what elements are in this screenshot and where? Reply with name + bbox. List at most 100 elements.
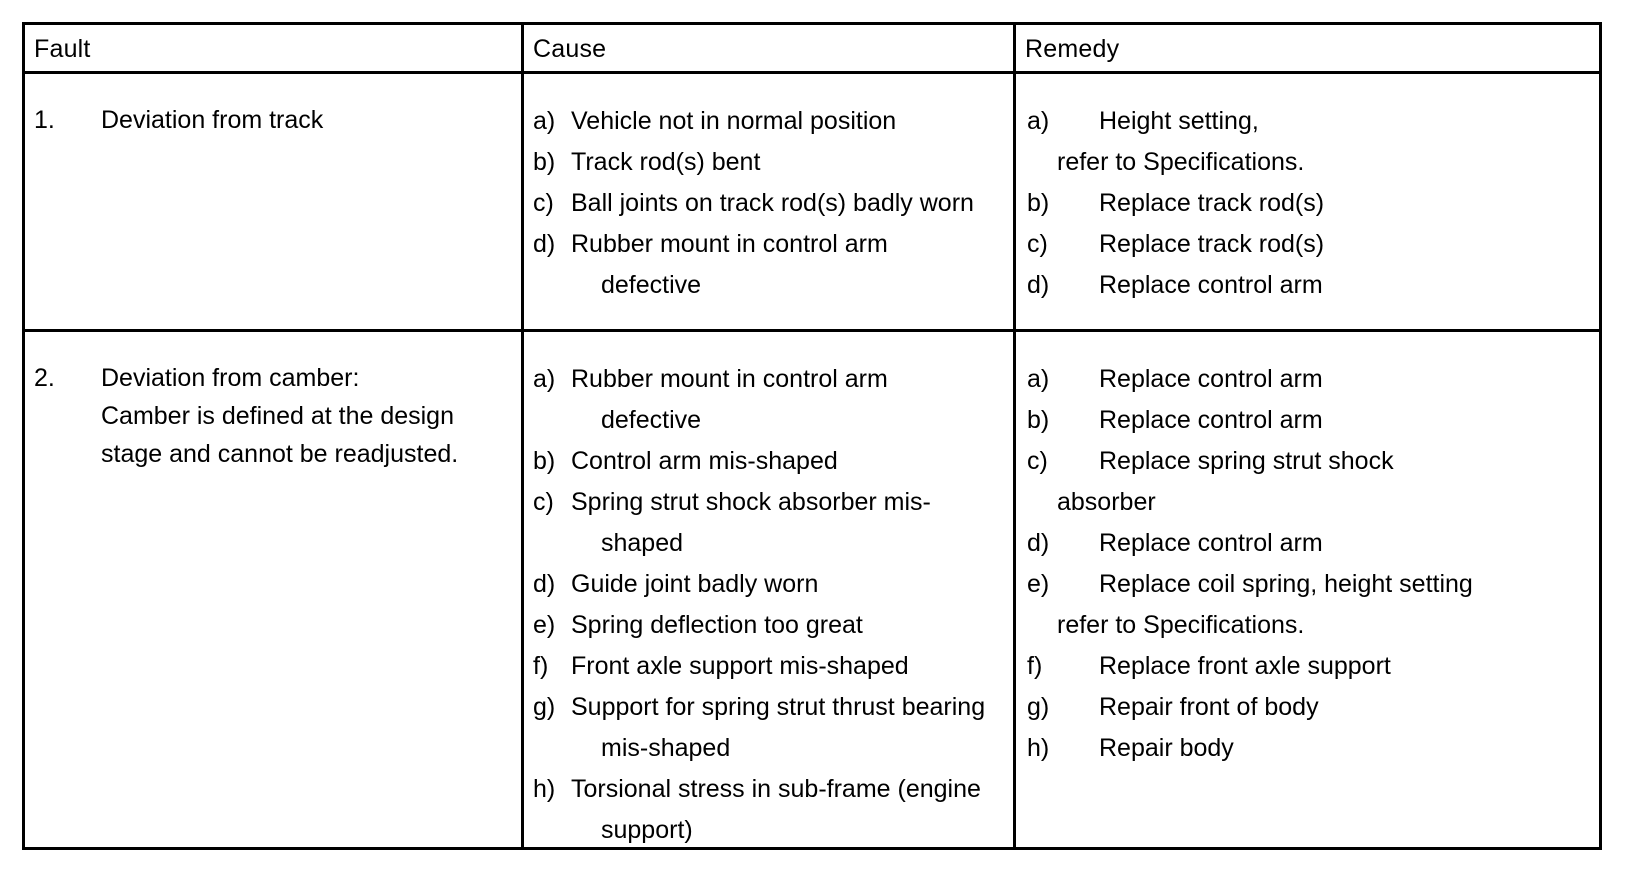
fault-title: Deviation from track <box>101 106 324 134</box>
table-row: 2. Deviation from camber: Camber is defi… <box>25 332 1599 847</box>
cause-text: Track rod(s) bent <box>571 148 761 176</box>
remedy-text-continuation: refer to Specifications. <box>1057 611 1305 639</box>
cause-marker: g) <box>533 693 556 721</box>
list-item: a) Vehicle not in normal position <box>533 101 1013 142</box>
remedy-marker: c) <box>1027 447 1048 475</box>
cause-cell: a) Rubber mount in control arm defective… <box>524 332 1016 847</box>
list-item: e) Replace coil spring, height setting r… <box>1027 564 1599 646</box>
list-item: b) Control arm mis-shaped <box>533 441 1013 482</box>
cause-text: Control arm mis-shaped <box>571 447 838 475</box>
list-item: a) Replace control arm <box>1027 359 1599 400</box>
remedy-text: Replace control arm <box>1099 529 1323 557</box>
remedy-text: Replace control arm <box>1099 406 1323 434</box>
cause-text: Front axle support mis-shaped <box>571 652 909 680</box>
cause-text: Torsional stress in sub-frame (engine <box>571 775 981 803</box>
cause-text: Spring strut shock absorber mis- <box>571 488 931 516</box>
list-item: g) Repair front of body <box>1027 687 1599 728</box>
cause-marker: h) <box>533 775 556 803</box>
cause-marker: d) <box>533 570 556 598</box>
remedy-text: Replace track rod(s) <box>1099 230 1325 258</box>
remedy-marker: g) <box>1027 693 1050 721</box>
cause-marker: c) <box>533 488 554 516</box>
cause-cell: a) Vehicle not in normal position b) Tra… <box>524 74 1016 329</box>
cause-list: a) Rubber mount in control arm defective… <box>524 332 1013 847</box>
remedy-list: a) Height setting, refer to Specificatio… <box>1016 74 1599 306</box>
cause-text-continuation: shaped <box>601 529 684 557</box>
cause-marker: c) <box>533 189 554 217</box>
header-cell-cause: Cause <box>524 25 1016 71</box>
list-item: c) Replace spring strut shock absorber <box>1027 441 1599 523</box>
remedy-text: Repair body <box>1099 734 1234 762</box>
remedy-text-continuation: absorber <box>1057 488 1156 516</box>
fault-cell: 1. Deviation from track <box>25 74 524 329</box>
cause-text-continuation: defective <box>601 406 702 434</box>
remedy-marker: a) <box>1027 365 1050 393</box>
cause-text: Ball joints on track rod(s) badly worn <box>571 189 974 217</box>
header-cell-fault: Fault <box>25 25 524 71</box>
cause-marker: b) <box>533 148 556 176</box>
fault-title-line: 1. Deviation from track <box>34 101 521 139</box>
remedy-text: Replace control arm <box>1099 271 1323 299</box>
list-item: h) Torsional stress in sub-frame (engine… <box>533 769 1013 847</box>
remedy-text: Replace control arm <box>1099 365 1323 393</box>
fault-description-line: Camber is defined at the design <box>101 402 454 430</box>
list-item: a) Height setting, refer to Specificatio… <box>1027 101 1599 183</box>
cause-marker: f) <box>533 652 549 680</box>
cause-text: Rubber mount in control arm <box>571 230 888 258</box>
cause-text-continuation: defective <box>601 271 702 299</box>
remedy-cell: a) Height setting, refer to Specificatio… <box>1016 74 1599 329</box>
list-item: e) Spring deflection too great <box>533 605 1013 646</box>
list-item: d) Guide joint badly worn <box>533 564 1013 605</box>
remedy-text: Repair front of body <box>1099 693 1319 721</box>
remedy-text: Height setting, <box>1099 107 1259 135</box>
remedy-marker: a) <box>1027 107 1050 135</box>
remedy-list: a) Replace control arm b) Replace contro… <box>1016 332 1599 769</box>
remedy-marker: b) <box>1027 189 1050 217</box>
remedy-text: Replace coil spring, height setting <box>1099 570 1473 598</box>
remedy-marker: b) <box>1027 406 1050 434</box>
list-item: b) Replace track rod(s) <box>1027 183 1599 224</box>
fault-number: 2. <box>34 364 55 392</box>
fault-diagnosis-table: Fault Cause Remedy 1. Deviation from tra… <box>22 22 1602 850</box>
fault-description-line: stage and cannot be readjusted. <box>101 440 459 468</box>
remedy-text-continuation: refer to Specifications. <box>1057 148 1305 176</box>
remedy-marker: d) <box>1027 529 1050 557</box>
list-item: h) Repair body <box>1027 728 1599 769</box>
list-item: c) Ball joints on track rod(s) badly wor… <box>533 183 1013 224</box>
list-item: d) Rubber mount in control arm defective <box>533 224 1013 306</box>
fault-cell: 2. Deviation from camber: Camber is defi… <box>25 332 524 847</box>
remedy-marker: c) <box>1027 230 1048 258</box>
remedy-text: Replace front axle support <box>1099 652 1391 680</box>
cause-text: Support for spring strut thrust bearing <box>571 693 986 721</box>
remedy-marker: d) <box>1027 271 1050 299</box>
cause-marker: a) <box>533 365 556 393</box>
remedy-text: Replace spring strut shock <box>1099 447 1394 475</box>
table-header-row: Fault Cause Remedy <box>25 25 1599 74</box>
list-item: b) Track rod(s) bent <box>533 142 1013 183</box>
list-item: c) Replace track rod(s) <box>1027 224 1599 265</box>
fault-content: 1. Deviation from track <box>25 74 521 139</box>
list-item: g) Support for spring strut thrust beari… <box>533 687 1013 769</box>
cause-list: a) Vehicle not in normal position b) Tra… <box>524 74 1013 306</box>
remedy-text: Replace track rod(s) <box>1099 189 1325 217</box>
cause-text: Guide joint badly worn <box>571 570 819 598</box>
fault-title-line: 2. Deviation from camber: <box>34 359 521 397</box>
remedy-marker: e) <box>1027 570 1050 598</box>
table-row: 1. Deviation from track a) Vehicle not i… <box>25 74 1599 332</box>
list-item: d) Replace control arm <box>1027 523 1599 564</box>
fault-number: 1. <box>34 106 55 134</box>
list-item: b) Replace control arm <box>1027 400 1599 441</box>
remedy-marker: f) <box>1027 652 1043 680</box>
cause-marker: a) <box>533 107 556 135</box>
cause-text-continuation: mis-shaped <box>601 734 731 762</box>
list-item: f) Replace front axle support <box>1027 646 1599 687</box>
header-cell-remedy: Remedy <box>1016 25 1599 71</box>
fault-content: 2. Deviation from camber: Camber is defi… <box>25 332 521 473</box>
column-header-cause: Cause <box>533 35 607 63</box>
column-header-remedy: Remedy <box>1025 35 1120 63</box>
list-item: c) Spring strut shock absorber mis- shap… <box>533 482 1013 564</box>
cause-text-continuation: support) <box>601 816 693 844</box>
cause-marker: d) <box>533 230 556 258</box>
remedy-marker: h) <box>1027 734 1050 762</box>
